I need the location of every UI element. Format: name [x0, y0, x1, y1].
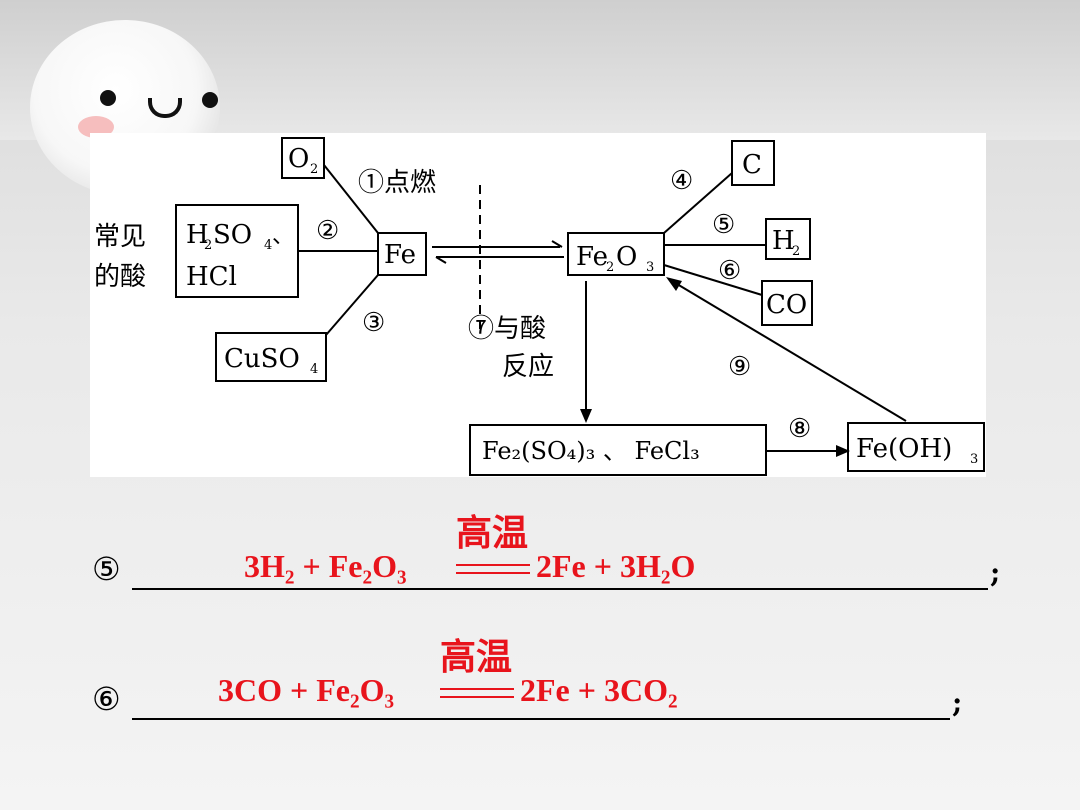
- equation-condition: 高温: [456, 512, 529, 554]
- equation-end: ;: [952, 686, 963, 719]
- o2-box: [281, 137, 325, 179]
- equation-number: ⑥: [92, 680, 121, 718]
- h2-label: H: [772, 226, 795, 256]
- mascot-mouth: [148, 98, 182, 118]
- reaction-3-label: ③: [362, 308, 385, 338]
- answer-line: [132, 588, 988, 590]
- feoh3-label: Fe(OH): [856, 434, 952, 464]
- equation-6: ⑥ 3CO + Fe₂O₃ 高温 2Fe + 3CO₂ ;: [0, 628, 1080, 720]
- equation-condition: 高温: [440, 636, 513, 678]
- feoh3-box: [847, 422, 985, 472]
- fe2o3-box: [567, 232, 665, 276]
- equation-left-side: 3CO + Fe₂O₃: [218, 672, 395, 708]
- reaction-diagram: O 2 ①点燃 常见 的酸 H 2 SO 4 、 HCl ② Fe ③ CuSO…: [90, 133, 986, 477]
- fe2o3-sub3: 3: [646, 260, 654, 275]
- c-box: [731, 140, 775, 186]
- h2so4-label: H: [186, 220, 209, 250]
- reaction-8-label: ⑧: [788, 414, 811, 444]
- cuso4-box: [215, 332, 327, 382]
- equation-right-side: 2Fe + 3H₂O: [536, 548, 696, 584]
- fe-box: [377, 232, 427, 276]
- reaction-4-label: ④: [670, 166, 693, 196]
- h2so4-label-b: SO: [213, 220, 252, 250]
- equation-5: ⑤ 3H₂ + Fe₂O₃ 高温 2Fe + 3H₂O ;: [0, 500, 1080, 590]
- equation-end: ;: [990, 556, 1001, 589]
- fe2o3-label-b: O: [616, 242, 637, 272]
- reaction-5-label: ⑤: [712, 210, 735, 240]
- o2-sub: 2: [310, 162, 318, 177]
- diagram-svg: O 2 ①点燃 常见 的酸 H 2 SO 4 、 HCl ② Fe ③ CuSO…: [94, 137, 985, 476]
- cuso4-label: CuSO: [224, 344, 300, 374]
- cuso4-sub: 4: [310, 362, 318, 377]
- equation-number: ⑤: [92, 550, 121, 588]
- acids-caption-1: 常见: [94, 222, 146, 252]
- h2so4-sub4: 4: [264, 238, 272, 253]
- fe-label: Fe: [384, 240, 416, 270]
- reaction-6-label: ⑥: [718, 256, 741, 286]
- answer-line: [132, 718, 950, 720]
- acids-caption-2: 的酸: [94, 262, 146, 292]
- h2so4-sub2: 2: [204, 238, 212, 253]
- fe2o3-sub2: 2: [606, 260, 614, 275]
- mascot-eye-right: [202, 92, 218, 108]
- c-label: C: [742, 150, 762, 180]
- h2so4-sep: 、: [272, 224, 294, 249]
- h2-box: [765, 218, 811, 260]
- equation-equals-sign: [456, 564, 530, 574]
- salts-label: Fe₂(SO₄)₃ 、 FeCl₃: [482, 437, 700, 465]
- equation-right-side: 2Fe + 3CO₂: [520, 672, 678, 708]
- feoh3-sub: 3: [970, 452, 978, 467]
- o2-label: O: [288, 144, 309, 174]
- reaction-1-label: ①点燃: [358, 168, 436, 198]
- mascot-cheek: [78, 116, 114, 138]
- reaction-2-label: ②: [316, 216, 339, 246]
- reaction-7-label-1: ⑦与酸: [468, 314, 546, 344]
- mascot-eye-left: [100, 90, 116, 106]
- co-box: [761, 280, 813, 326]
- hcl-label: HCl: [186, 262, 237, 292]
- reaction-7-label-2: 反应: [502, 352, 554, 382]
- co-label: CO: [766, 290, 807, 320]
- equation-equals-sign: [440, 688, 514, 698]
- h2-sub: 2: [792, 244, 800, 259]
- equation-left-side: 3H₂ + Fe₂O₃: [244, 548, 407, 584]
- reaction-9-label: ⑨: [728, 352, 751, 382]
- fe2o3-label-a: Fe: [576, 242, 608, 272]
